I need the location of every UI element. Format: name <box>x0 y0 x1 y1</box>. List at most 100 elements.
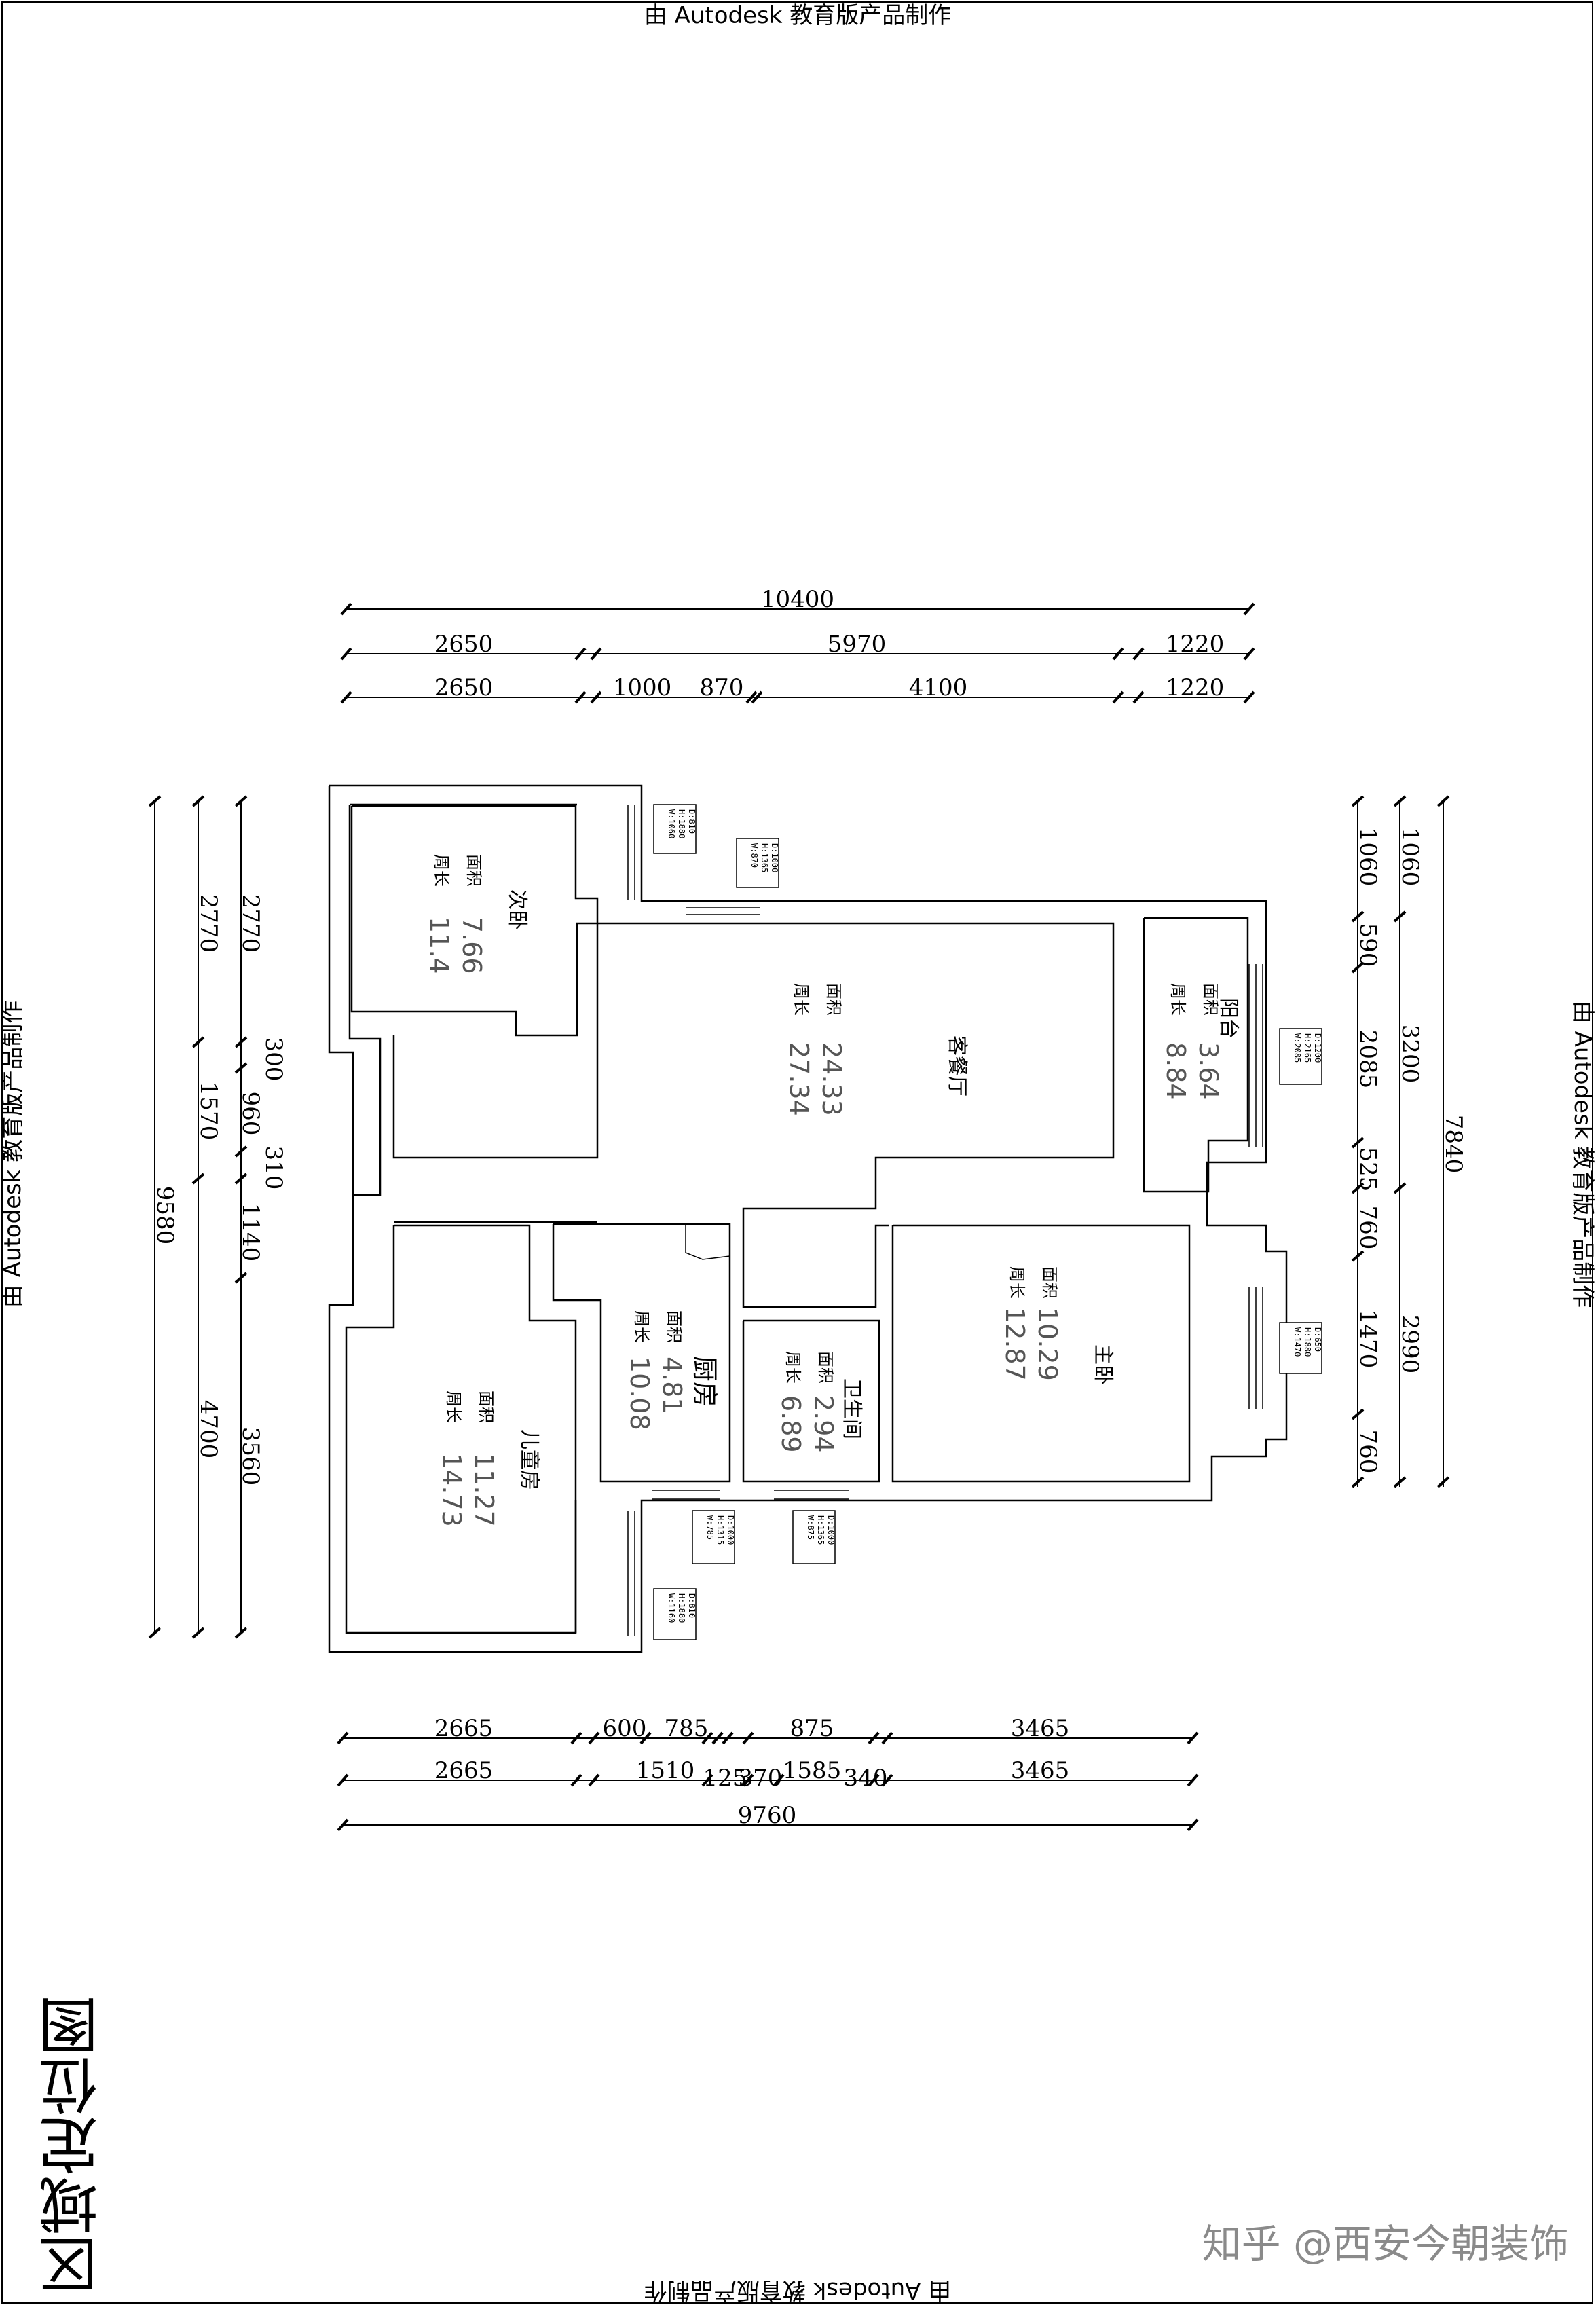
window-tag: W:1160 H:1880 D:810 <box>653 1588 697 1640</box>
dim-right-mid: 3200 <box>1396 1025 1424 1084</box>
dim-bottom-row2: 125 <box>703 1765 747 1792</box>
dim-top-row2: 1000 <box>613 674 672 701</box>
dim-right-inner: 760 <box>1354 1206 1381 1250</box>
window-tag: W:1470 H:1880 D:650 <box>1279 1322 1322 1374</box>
dim-top-row1: 1220 <box>1166 631 1225 658</box>
room-bathroom: 卫生间 面积 周长 2.94 6.89 <box>776 1351 864 1453</box>
svg-text:面积: 面积 <box>464 854 483 887</box>
walls <box>328 784 1288 1653</box>
svg-text:W:875: W:875 <box>806 1515 815 1540</box>
svg-text:D:1000: D:1000 <box>826 1515 836 1545</box>
svg-text:客餐厅: 客餐厅 <box>945 1035 969 1096</box>
dim-top-row1: 2650 <box>434 631 494 658</box>
svg-text:面积: 面积 <box>477 1390 496 1423</box>
page-title: 区域定位图 <box>38 1996 108 2295</box>
svg-text:8.84: 8.84 <box>1161 1042 1191 1100</box>
svg-text:10.08: 10.08 <box>625 1357 654 1431</box>
dim-bottom-row1: 875 <box>790 1715 834 1742</box>
dim-bottom-row1: 3465 <box>1011 1715 1070 1742</box>
room-balcony: 阳台 面积 周长 3.64 8.84 <box>1161 983 1240 1100</box>
svg-text:H:1880: H:1880 <box>1303 1327 1312 1357</box>
dim-right-inner: 1060 <box>1354 828 1381 887</box>
dim-bottom-row2: 3465 <box>1011 1757 1070 1784</box>
dim-left-inner: 300 <box>260 1037 287 1082</box>
room-childrens-room: 儿童房 面积 周长 11.27 14.73 <box>437 1390 541 1527</box>
svg-text:D:650: D:650 <box>1313 1327 1322 1352</box>
svg-text:周长: 周长 <box>792 983 811 1016</box>
svg-text:W:870: W:870 <box>749 843 759 868</box>
dim-top-row2: 1220 <box>1166 674 1225 701</box>
dim-right-mid: 2990 <box>1396 1315 1424 1374</box>
dim-left-inner: 1140 <box>237 1203 264 1262</box>
svg-text:阳台: 阳台 <box>1217 998 1240 1039</box>
stamp-bottom: 由 Autodesk 教育版产品制作 <box>644 2276 951 2304</box>
svg-text:周长: 周长 <box>632 1310 651 1343</box>
right-dimension-chains <box>1351 795 1450 1488</box>
dim-right-outer: 7840 <box>1440 1115 1467 1174</box>
svg-text:W:1470: W:1470 <box>1293 1327 1302 1357</box>
dim-top-row1: 5970 <box>828 631 887 658</box>
svg-text:W:1160: W:1160 <box>667 1593 676 1623</box>
dim-left-inner: 3560 <box>237 1427 264 1486</box>
dim-top-row2: 2650 <box>434 674 494 701</box>
window-tag: W:2085 H:2165 D:1200 <box>1279 1028 1322 1085</box>
svg-text:卫生间: 卫生间 <box>840 1378 864 1439</box>
window-tag: W:785 H:1315 D:1000 <box>692 1510 735 1564</box>
stamp-right: 由 Autodesk 教育版产品制作 <box>1569 1001 1596 1308</box>
dim-bottom-row2: 1510 <box>636 1757 695 1784</box>
dim-left-mid: 4700 <box>195 1400 222 1459</box>
svg-text:面积: 面积 <box>824 983 843 1016</box>
watermark: 知乎 @西安今朝装饰 <box>1202 2221 1569 2267</box>
svg-text:H:1365: H:1365 <box>760 843 769 872</box>
svg-text:厨房: 厨房 <box>690 1356 720 1407</box>
svg-text:14.73: 14.73 <box>437 1453 466 1527</box>
svg-text:11.4: 11.4 <box>424 917 454 974</box>
svg-text:4.81: 4.81 <box>657 1357 687 1414</box>
top-dimension-chains <box>340 602 1255 704</box>
svg-text:W:1060: W:1060 <box>667 809 676 838</box>
dim-bottom-row2: 340 <box>844 1765 888 1792</box>
svg-text:2.94: 2.94 <box>809 1395 838 1453</box>
window-tag: W:1060 H:1880 D:810 <box>653 804 697 854</box>
svg-text:24.33: 24.33 <box>817 1042 847 1116</box>
svg-text:面积: 面积 <box>665 1310 684 1343</box>
bottom-dimension-chains <box>337 1731 1199 1832</box>
window-tag: W:875 H:1365 D:1000 <box>792 1510 836 1564</box>
svg-text:次卧: 次卧 <box>505 889 529 930</box>
dim-right-inner: 760 <box>1354 1430 1381 1474</box>
room-second-bedroom: 次卧 面积 周长 7.66 11.4 <box>424 854 529 974</box>
dim-left-outer: 9580 <box>151 1186 179 1245</box>
stamp-top: 由 Autodesk 教育版产品制作 <box>644 2 951 29</box>
dim-bottom-row2: 370 <box>739 1765 783 1792</box>
dim-right-inner: 590 <box>1354 923 1381 967</box>
room-kitchen: 厨房 面积 周长 4.81 10.08 <box>625 1310 720 1431</box>
window-tag: W:870 H:1365 D:1000 <box>736 838 779 888</box>
dim-left-inner: 310 <box>260 1146 287 1190</box>
svg-text:11.27: 11.27 <box>469 1453 499 1527</box>
svg-text:主卧: 主卧 <box>1091 1344 1115 1385</box>
svg-text:周长: 周长 <box>783 1351 802 1384</box>
svg-text:7.66: 7.66 <box>457 917 487 974</box>
left-dimension-chains <box>148 795 248 1639</box>
svg-text:W:2085: W:2085 <box>1293 1033 1302 1063</box>
dim-top-total: 10400 <box>761 586 834 613</box>
svg-text:H:1315: H:1315 <box>716 1515 725 1545</box>
svg-text:10.29: 10.29 <box>1033 1307 1062 1381</box>
dim-right-inner: 1470 <box>1354 1310 1381 1369</box>
dim-bottom-row2: 1585 <box>783 1757 842 1784</box>
dim-left-inner: 960 <box>237 1092 264 1136</box>
dim-top-row2: 4100 <box>909 674 968 701</box>
svg-text:D:1000: D:1000 <box>770 843 779 872</box>
dim-right-mid: 1060 <box>1396 828 1424 887</box>
dim-bottom-total: 9760 <box>738 1802 797 1829</box>
svg-text:H:1880: H:1880 <box>677 809 686 838</box>
windows <box>627 805 1263 1636</box>
dim-right-inner: 525 <box>1354 1147 1381 1192</box>
dim-bottom-row1: 600 <box>603 1715 647 1742</box>
svg-text:D:810: D:810 <box>687 1593 697 1618</box>
svg-text:H:1880: H:1880 <box>677 1593 686 1623</box>
svg-text:H:2165: H:2165 <box>1303 1033 1312 1063</box>
dim-left-mid: 2770 <box>195 894 222 953</box>
